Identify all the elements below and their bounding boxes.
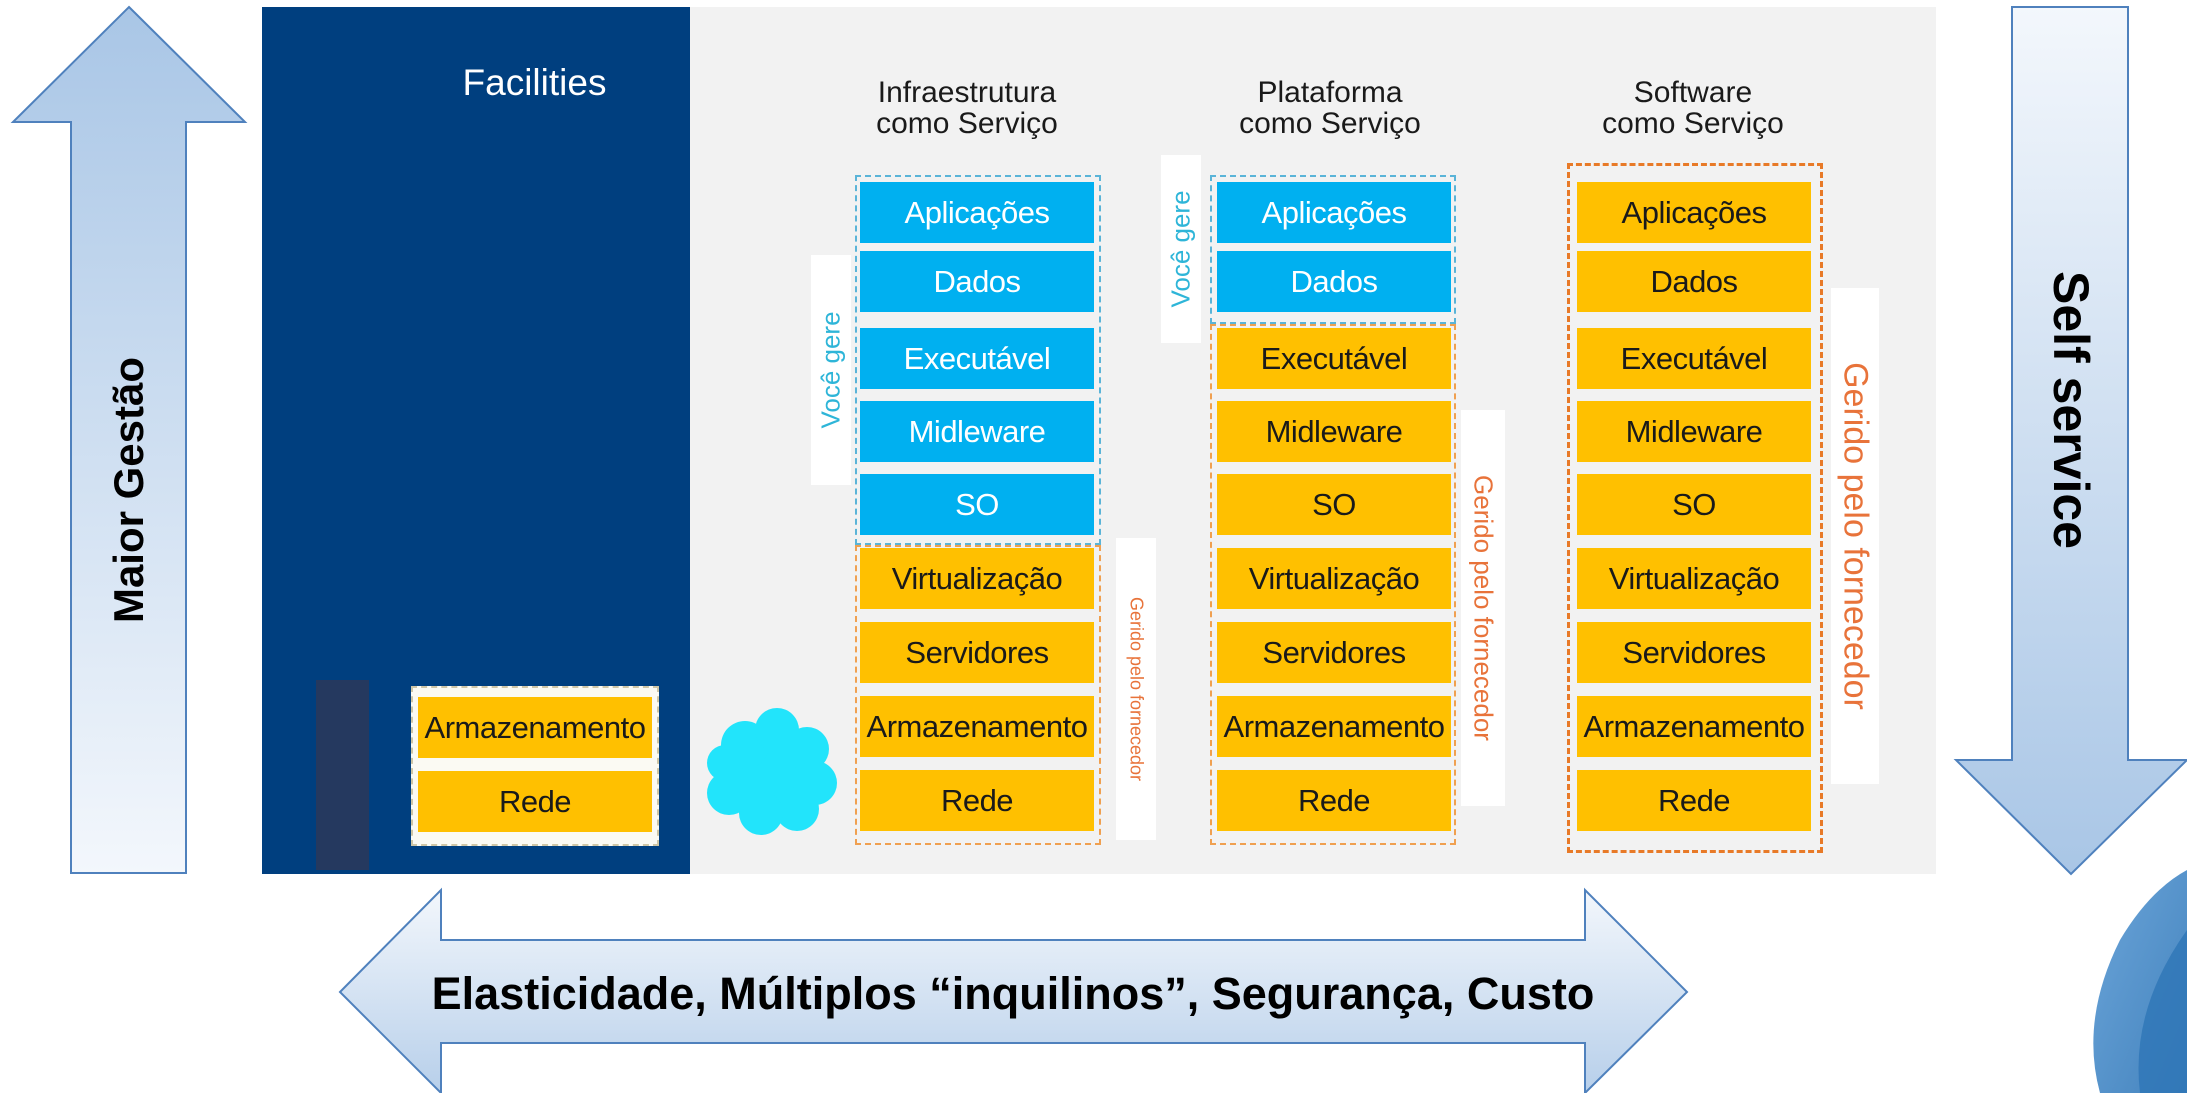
saas-layer-servidores: Servidores	[1577, 622, 1811, 683]
saas-layer-armazenamento: Armazenamento	[1577, 696, 1811, 757]
self-service-arrow	[1953, 6, 2187, 876]
corner-decoration	[2093, 870, 2187, 1093]
iaas-layer-virtualizacao: Virtualização	[860, 548, 1094, 609]
paas-layer-servidores: Servidores	[1217, 622, 1451, 683]
iaas-layer-aplicacoes: Aplicações	[860, 182, 1094, 243]
paas-layer-so: SO	[1217, 474, 1451, 535]
iaas-user-label-box: Você gere	[811, 255, 851, 485]
paas-user-label-box: Você gere	[1161, 155, 1201, 343]
maior-gestao-arrow	[10, 5, 248, 874]
paas-user-label: Você gere	[1165, 190, 1196, 308]
iaas-user-label: Você gere	[815, 311, 846, 429]
paas-provider-group	[1210, 324, 1456, 845]
iaas-layer-dados: Dados	[860, 251, 1094, 312]
iaas-layer-midleware: Midleware	[860, 401, 1094, 462]
benefits-label: Elasticidade, Múltiplos “inquilinos”, Se…	[431, 968, 1595, 1019]
saas-layer-executavel: Executável	[1577, 328, 1811, 389]
iaas-layer-so: SO	[860, 474, 1094, 535]
iaas-provider-label: Gerido pelo fornecedor	[1126, 596, 1147, 782]
paas-layer-rede: Rede	[1217, 770, 1451, 831]
cloud-icon	[707, 708, 837, 835]
saas-layer-dados: Dados	[1577, 251, 1811, 312]
paas-provider-label-box: Gerido pelo fornecedor	[1461, 410, 1505, 806]
facilities-rede: Rede	[418, 771, 652, 832]
paas-layer-armazenamento: Armazenamento	[1217, 696, 1451, 757]
facilities-armazenamento: Armazenamento	[418, 697, 652, 758]
saas-layer-so: SO	[1577, 474, 1811, 535]
iaas-layer-armazenamento: Armazenamento	[860, 696, 1094, 757]
facilities-strip	[316, 680, 369, 870]
paas-layer-midleware: Midleware	[1217, 401, 1451, 462]
saas-layer-aplicacoes: Aplicações	[1577, 182, 1811, 243]
paas-layer-executavel: Executável	[1217, 328, 1451, 389]
paas-layer-dados: Dados	[1217, 251, 1451, 312]
saas-provider-group	[1567, 163, 1823, 853]
iaas-layer-executavel: Executável	[860, 328, 1094, 389]
paas-layer-aplicacoes: Aplicações	[1217, 182, 1451, 243]
facilities-title: Facilities	[462, 62, 607, 103]
iaas-provider-group	[855, 545, 1101, 845]
saas-provider-label: Gerido pelo fornecedor	[1836, 362, 1875, 710]
paas-user-group	[1210, 175, 1456, 324]
iaas-layer-servidores: Servidores	[860, 622, 1094, 683]
iaas-provider-label-box: Gerido pelo fornecedor	[1116, 538, 1156, 840]
saas-layer-virtualizacao: Virtualização	[1577, 548, 1811, 609]
saas-layer-rede: Rede	[1577, 770, 1811, 831]
iaas-user-group	[855, 175, 1101, 545]
saas-provider-label-box: Gerido pelo fornecedor	[1831, 288, 1879, 784]
paas-provider-label: Gerido pelo fornecedor	[1468, 475, 1499, 741]
saas-layer-midleware: Midleware	[1577, 401, 1811, 462]
iaas-layer-rede: Rede	[860, 770, 1094, 831]
paas-layer-virtualizacao: Virtualização	[1217, 548, 1451, 609]
